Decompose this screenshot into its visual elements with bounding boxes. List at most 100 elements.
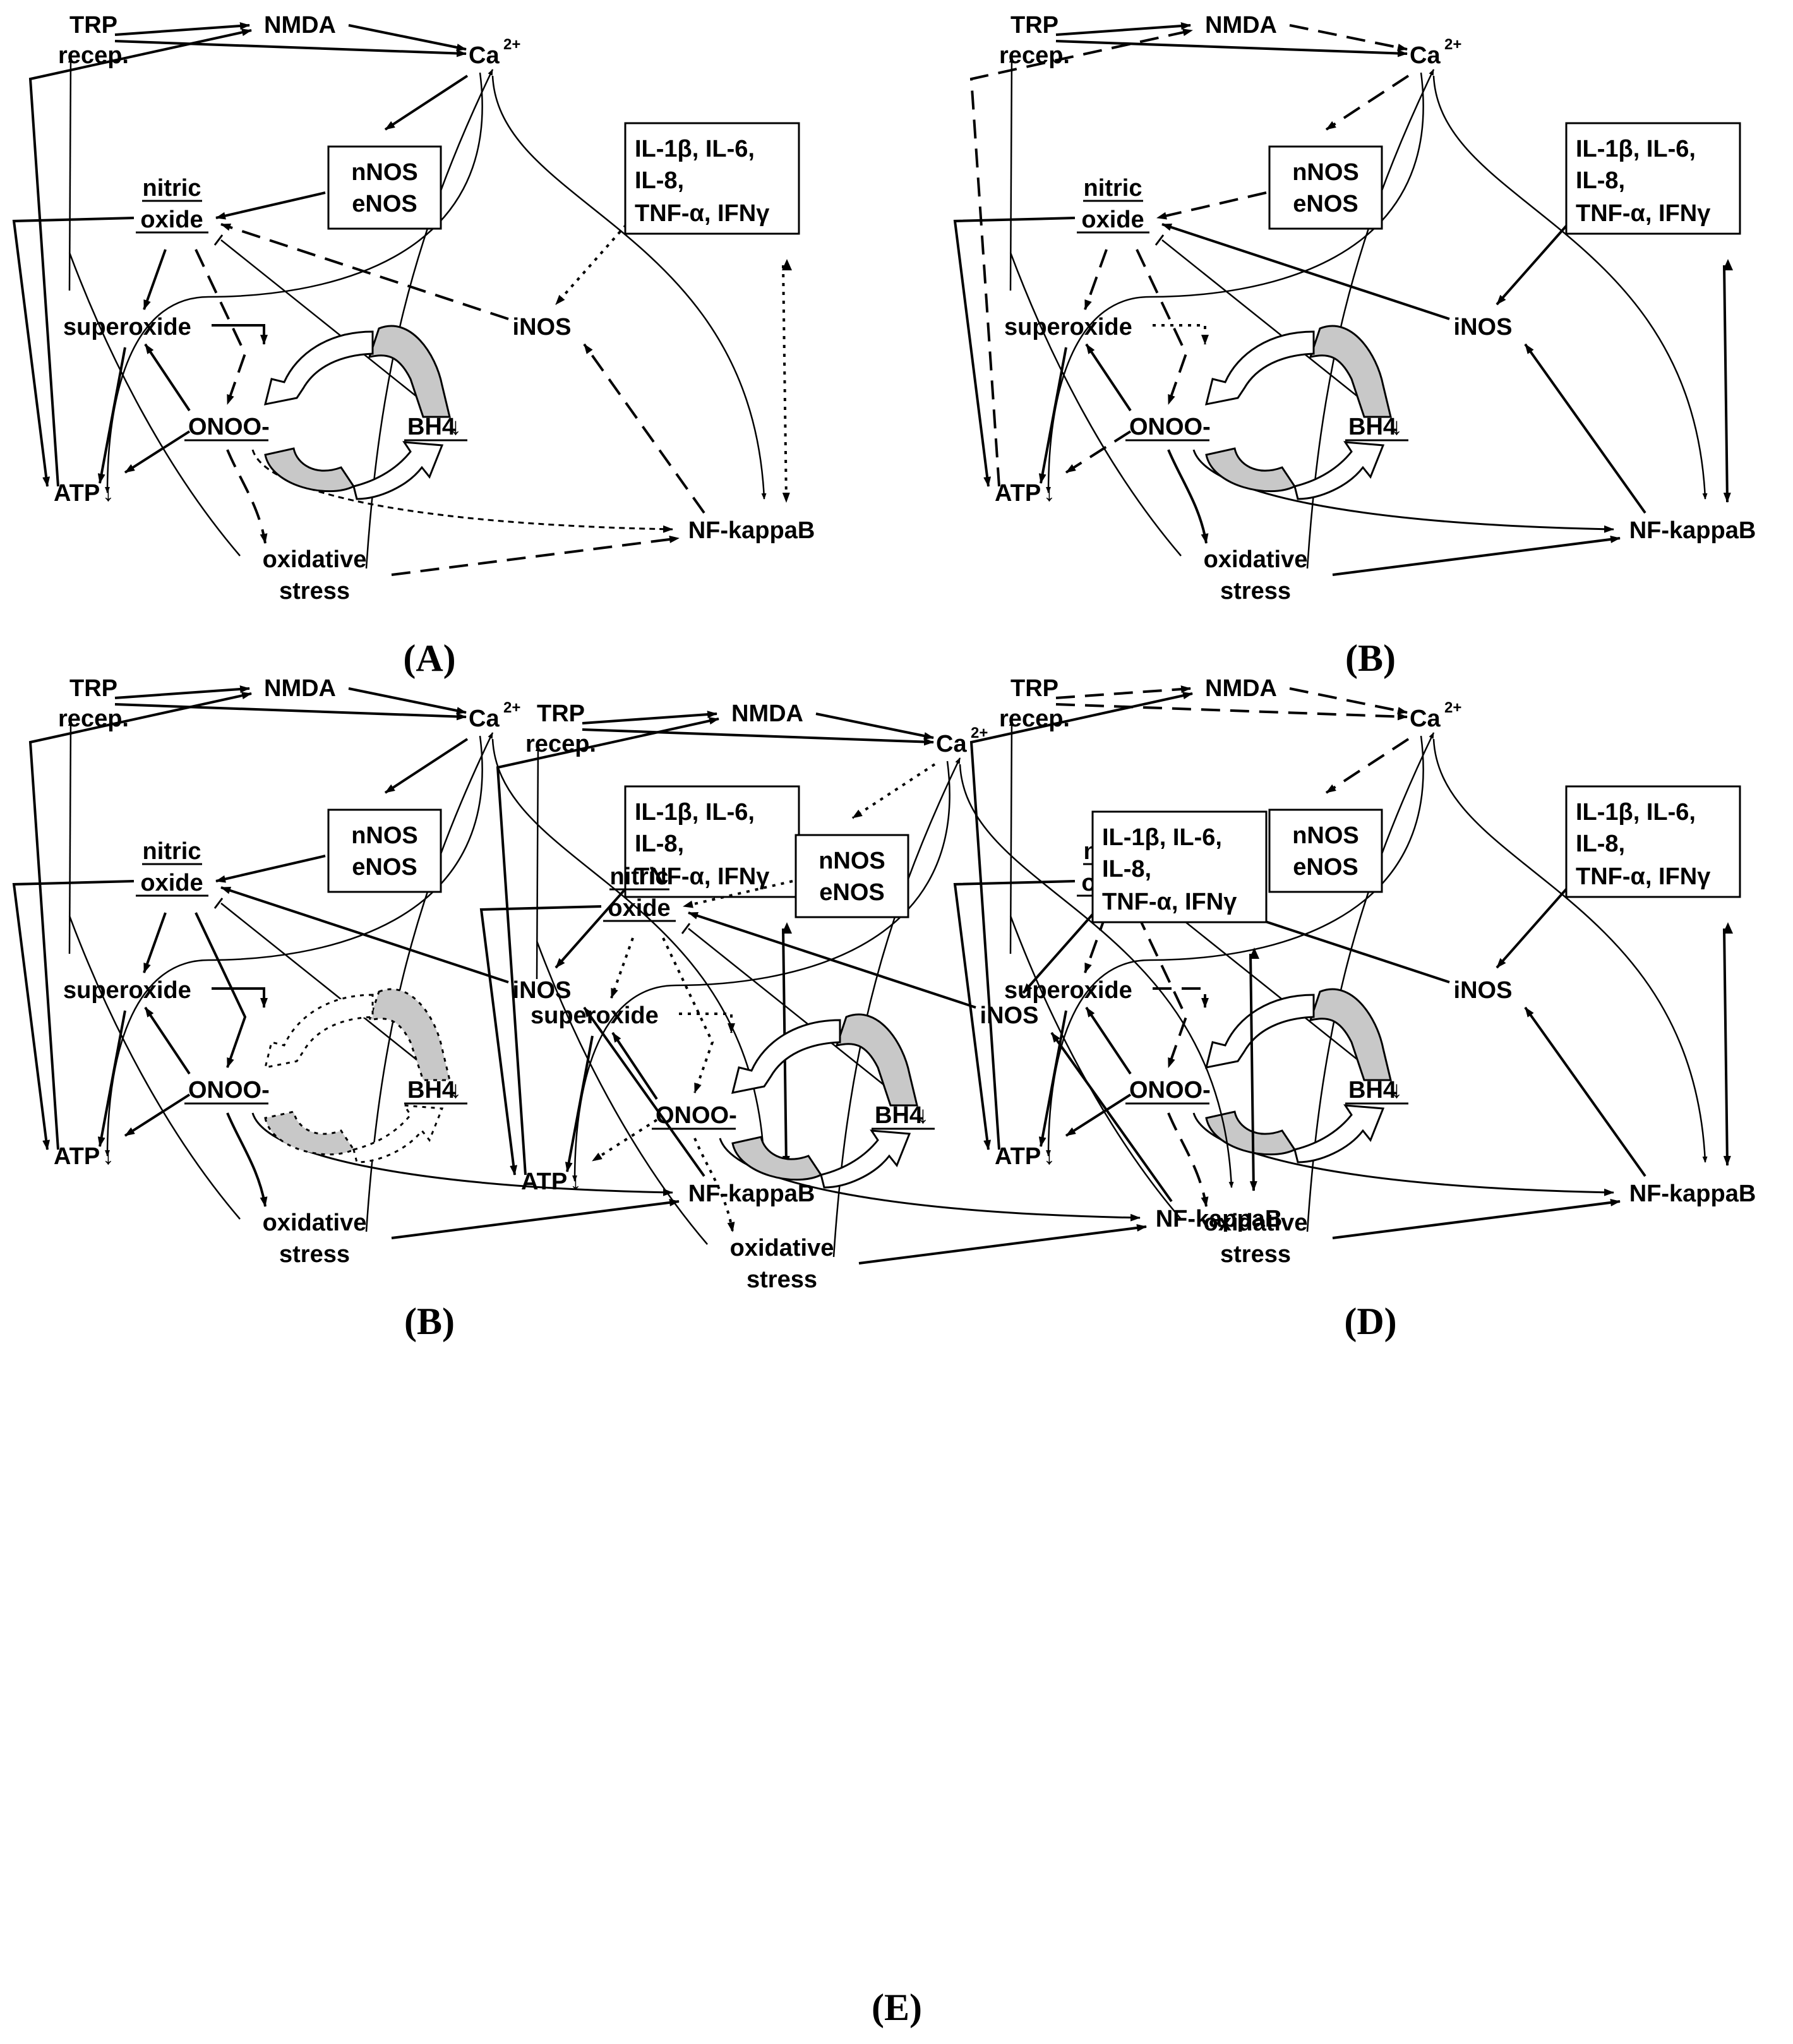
node-superoxide: superoxide (63, 977, 191, 1004)
edge-no-atp (953, 217, 1076, 487)
edge-trp-nmda (1055, 685, 1191, 699)
node-trp-line1: TRP (537, 700, 585, 727)
node-ox-line1: oxidative (263, 1210, 367, 1236)
node-ca-superscript: 2+ (503, 699, 520, 716)
edge-nmda-ca (348, 687, 467, 714)
node-atp-down: ↓ (1043, 1143, 1055, 1170)
node-ox-line2: stress (747, 1266, 817, 1293)
node-atp: ATP (54, 1143, 100, 1170)
node-ca: Ca (469, 42, 500, 69)
node-ox-line1: oxidative (1204, 1210, 1308, 1236)
node-onoo: ONOO- (1129, 414, 1211, 440)
edge-trp-ox (1009, 252, 1182, 556)
edge-no-onoo (1136, 249, 1188, 405)
edge-no-bh4 (1161, 239, 1384, 418)
edge-ca-nfkb (491, 738, 767, 1163)
cycle-arrow-gray-upper (1309, 988, 1392, 1081)
edge-inos-no (220, 886, 509, 983)
edge-atp-nmda (28, 692, 252, 1150)
edge-cyt-inos (1496, 874, 1580, 969)
edge-trp-up (68, 56, 73, 291)
node-atp: ATP (995, 480, 1041, 507)
caption-e: (E) (872, 1987, 922, 2028)
node-ca: Ca (1410, 706, 1441, 732)
edge-no-sup (610, 937, 634, 999)
edge-no-atp (479, 905, 602, 1175)
inhibition-tick (681, 923, 691, 934)
edge-sup-atp (97, 347, 126, 484)
node-nos-line1: nNOS (351, 822, 418, 849)
edge-trp-ox (536, 941, 708, 1245)
cycle-arrow-gray-upper (835, 1013, 918, 1107)
edge-no-sup (1084, 249, 1108, 310)
cytokine-line2: IL-8, (635, 831, 684, 857)
node-trp-line2: recep. (999, 42, 1070, 69)
edge-no-sup (143, 249, 167, 310)
edge-ca-nfkb (491, 75, 767, 500)
cytokine-box (1565, 785, 1741, 898)
edge-sup-atp (97, 1010, 126, 1147)
edge-onoo-nfkb (1192, 1112, 1614, 1196)
cytokine-line1: IL-1β, IL-6, (1576, 799, 1696, 826)
node-onoo: ONOO- (656, 1102, 737, 1129)
node-bh4-down: ↓ (1391, 414, 1403, 440)
edge-ox-nfkb (391, 535, 680, 576)
edge-no-atp (12, 880, 135, 1150)
edge-no-bh4 (220, 239, 443, 418)
edge-onoo-sup (1085, 1006, 1132, 1075)
node-superoxide: superoxide (63, 314, 191, 340)
node-trp-line2: recep. (525, 731, 596, 757)
edge-sup-atp (565, 1035, 594, 1172)
node-ca: Ca (1410, 42, 1441, 69)
nos-box (1268, 145, 1383, 230)
cyt-nfkb-back-arrowhead (782, 922, 792, 934)
node-bh4: BH4 (407, 1077, 455, 1103)
node-atp-down: ↓ (102, 480, 114, 507)
cytokine-line1: IL-1β, IL-6, (1576, 136, 1696, 162)
nos-box (327, 809, 442, 893)
node-atp-down: ↓ (1043, 480, 1055, 507)
edge-no-bh4 (220, 903, 443, 1081)
edge-sup-atp (1038, 1010, 1067, 1147)
edge-onoo-sup (611, 1031, 658, 1100)
edge-ca-nos (851, 763, 936, 819)
edge-trp-nmda (1055, 22, 1191, 36)
node-bh4-down: ↓ (450, 1077, 462, 1103)
edge-ca-atp (105, 735, 483, 1157)
no-underline (136, 863, 208, 897)
node-nos-line2: eNOS (1293, 854, 1358, 881)
cytokine-box (1565, 122, 1741, 235)
edge-onoo-nfkb (251, 449, 673, 533)
cytokine-line1: IL-1β, IL-6, (635, 799, 755, 826)
node-ox-line1: oxidative (730, 1235, 834, 1261)
cycle-arrow-gray-upper (368, 988, 451, 1081)
node-nos-line2: eNOS (819, 879, 884, 906)
edge-nos-no (215, 191, 326, 220)
node-nmda: NMDA (264, 12, 336, 39)
edge-ca-atp (1046, 72, 1424, 493)
edge-cyt-nfkb (1723, 265, 1731, 503)
node-trp-line2: recep. (58, 42, 129, 69)
edge-ca-atp (105, 72, 483, 493)
edge-inos-no (1161, 223, 1450, 320)
edge-atp-nmda (28, 28, 252, 487)
no-underline (603, 888, 676, 922)
edge-no-atp (953, 880, 1076, 1150)
node-inos: iNOS (980, 1002, 1039, 1029)
edge-onoo-atp (124, 430, 191, 474)
edge-ca-nos (1325, 75, 1410, 131)
node-inos: iNOS (513, 314, 572, 340)
edge-nos-no (683, 880, 793, 908)
caption-b1: (B) (1345, 637, 1396, 679)
node-nmda: NMDA (1205, 675, 1277, 702)
edge-ca-nos (1325, 738, 1410, 794)
edge-onoo-sup (144, 343, 191, 412)
caption-b2: (B) (404, 1301, 455, 1342)
node-inos: iNOS (1454, 314, 1513, 340)
node-atp-down: ↓ (102, 1143, 114, 1170)
edge-onoo-ox (1167, 1112, 1209, 1207)
edge-sup-atp (1038, 347, 1067, 484)
node-superoxide: superoxide (1004, 314, 1132, 340)
node-bh4: BH4 (407, 414, 455, 440)
